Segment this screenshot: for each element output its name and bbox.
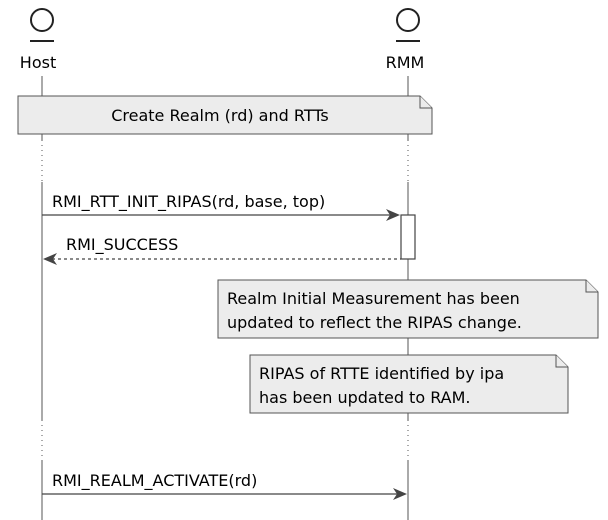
note-create-realm: Create Realm (rd) and RTTs: [17, 95, 433, 135]
rmm-activation-bar: [400, 214, 416, 260]
actor-rmm-icon: [396, 8, 420, 32]
participant-rmm-label: RMM: [386, 53, 425, 72]
actor-host: Host: [20, 8, 56, 72]
note-measurement-line-2: updated to reflect the RIPAS change.: [227, 313, 522, 332]
note-ripas-line-1: RIPAS of RTTE identified by ipa: [259, 364, 504, 383]
message-success-label: RMI_SUCCESS: [66, 235, 178, 255]
message-success: RMI_SUCCESS: [43, 235, 401, 265]
participant-host-label: Host: [20, 53, 56, 72]
note-ripas: RIPAS of RTTE identified by ipa has been…: [249, 354, 569, 414]
note-create-realm-text: Create Realm (rd) and RTTs: [111, 106, 329, 125]
note-ripas-line-2: has been updated to RAM.: [259, 388, 471, 407]
message-activate: RMI_REALM_ACTIVATE(rd): [42, 471, 407, 500]
arrowhead-right-icon: [386, 209, 400, 221]
message-init-ripas: RMI_RTT_INIT_RIPAS(rd, base, top): [42, 192, 400, 221]
note-measurement-line-1: Realm Initial Measurement has been: [227, 289, 520, 308]
message-activate-label: RMI_REALM_ACTIVATE(rd): [52, 471, 257, 491]
message-init-ripas-label: RMI_RTT_INIT_RIPAS(rd, base, top): [52, 192, 325, 212]
actor-rmm: RMM: [386, 8, 425, 72]
note-measurement: Realm Initial Measurement has been updat…: [217, 279, 599, 339]
arrowhead-right-icon: [393, 488, 407, 500]
actor-host-icon: [30, 8, 54, 32]
arrowhead-left-icon: [43, 253, 57, 265]
